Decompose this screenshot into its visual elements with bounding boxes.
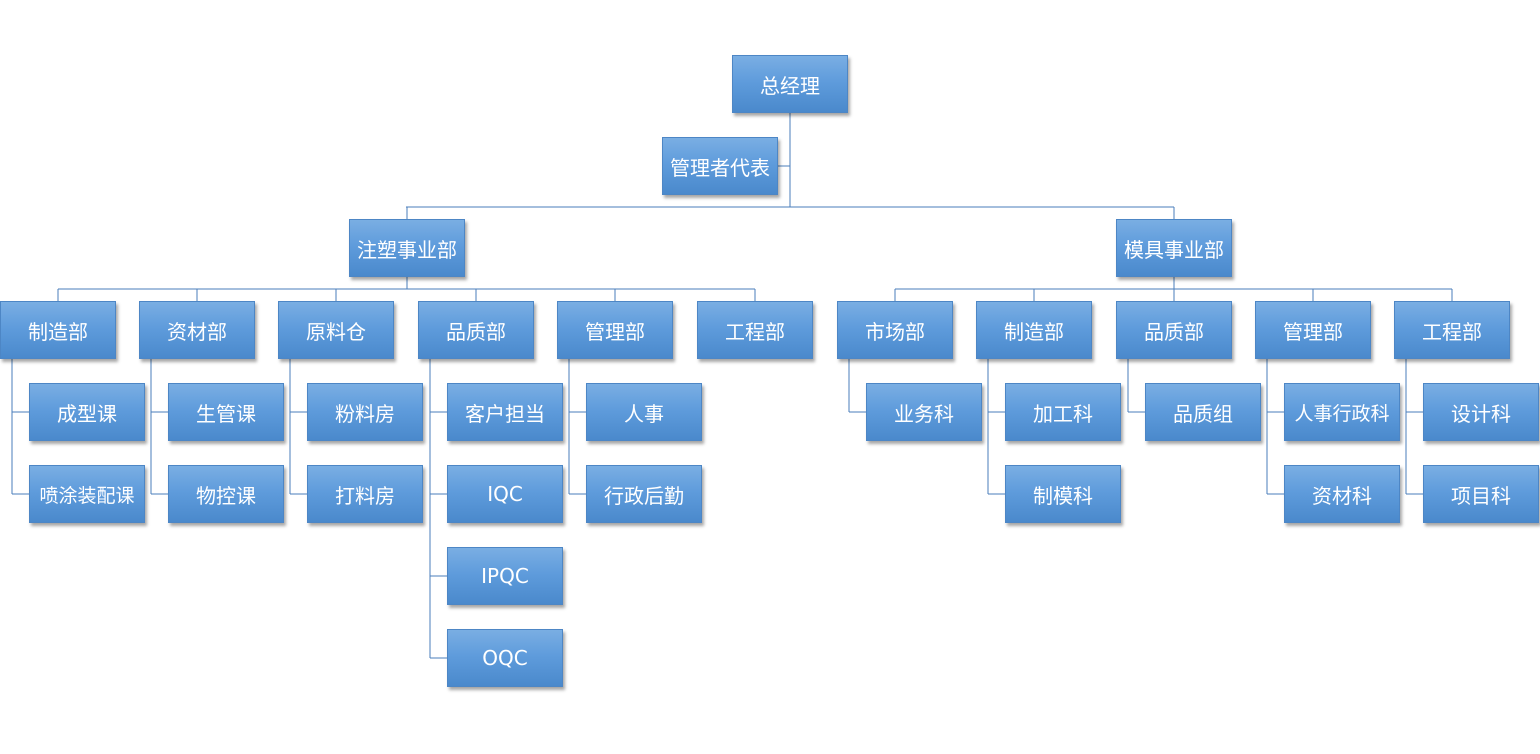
subunit-box: IPQC: [447, 547, 563, 605]
department-box: 制造部: [0, 301, 116, 359]
department-box: 管理部: [1255, 301, 1371, 359]
department-box: 工程部: [1394, 301, 1510, 359]
subunit-box: 物控课: [168, 465, 284, 523]
subunit-box: 行政后勤: [586, 465, 702, 523]
subunit-box: IQC: [447, 465, 563, 523]
subunit-box: 客户担当: [447, 383, 563, 441]
ceo-box: 总经理: [732, 55, 848, 113]
subunit-box: 制模科: [1005, 465, 1121, 523]
division-box: 模具事业部: [1116, 219, 1232, 277]
department-box: 品质部: [418, 301, 534, 359]
subunit-box: 生管课: [168, 383, 284, 441]
department-box: 资材部: [139, 301, 255, 359]
department-box: 原料仓: [278, 301, 394, 359]
subunit-box: 品质组: [1145, 383, 1261, 441]
division-box: 注塑事业部: [349, 219, 465, 277]
subunit-box: 喷涂装配课: [29, 465, 145, 523]
subunit-box: 成型课: [29, 383, 145, 441]
department-box: 品质部: [1116, 301, 1232, 359]
department-box: 管理部: [557, 301, 673, 359]
department-box: 工程部: [697, 301, 813, 359]
subunit-box: 打料房: [307, 465, 423, 523]
subunit-box: 资材科: [1284, 465, 1400, 523]
subunit-box: 设计科: [1423, 383, 1539, 441]
management-rep-box: 管理者代表: [662, 137, 778, 195]
subunit-box: OQC: [447, 629, 563, 687]
subunit-box: 项目科: [1423, 465, 1539, 523]
department-box: 制造部: [976, 301, 1092, 359]
subunit-box: 加工科: [1005, 383, 1121, 441]
subunit-box: 人事: [586, 383, 702, 441]
subunit-box: 业务科: [866, 383, 982, 441]
department-box: 市场部: [837, 301, 953, 359]
subunit-box: 人事行政科: [1284, 383, 1400, 441]
subunit-box: 粉料房: [307, 383, 423, 441]
